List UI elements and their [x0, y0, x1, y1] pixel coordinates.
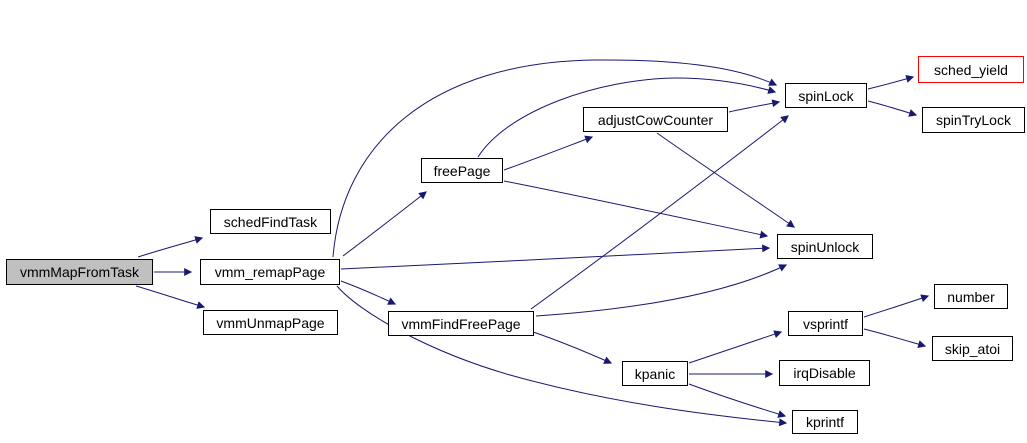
node-label-adjustCowCounter: adjustCowCounter — [597, 111, 714, 128]
node-label-spinTryLock: spinTryLock — [936, 112, 1011, 128]
node-spinTryLock[interactable]: spinTryLock — [922, 107, 1025, 133]
edge-vsprintf-skip_atoi — [863, 328, 927, 348]
edge-spinLock-spinTryLock — [867, 100, 918, 117]
node-label-vmmMapFromTask: vmmMapFromTask — [19, 264, 139, 280]
node-label-vmmUnmapPage: vmmUnmapPage — [216, 314, 325, 331]
edge-vmm_remapPage-freePage — [342, 191, 427, 257]
edge-freePage-adjustCowCounter — [503, 135, 594, 171]
node-sched_yield[interactable]: sched_yield — [918, 56, 1024, 83]
node-label-sched_yield: sched_yield — [934, 61, 1008, 78]
edge-spinLock-sched_yield — [867, 75, 915, 90]
node-vmmFindFreePage[interactable]: vmmFindFreePage — [388, 311, 534, 336]
edge-vmmMapFromTask-vmmUnmapPage — [135, 285, 206, 309]
node-irqDisable[interactable]: irqDisable — [779, 360, 870, 386]
edge-freePage-spinLock — [477, 77, 777, 158]
edge-adjustCowCounter-spinUnlock — [656, 132, 795, 228]
node-label-kprintf: kprintf — [805, 414, 845, 430]
node-number[interactable]: number — [934, 284, 1008, 309]
node-freePage[interactable]: freePage — [421, 158, 503, 183]
node-vsprintf[interactable]: vsprintf — [788, 311, 863, 336]
node-vmmUnmapPage[interactable]: vmmUnmapPage — [203, 310, 338, 335]
edge-vmmFindFreePage-spinLock — [530, 115, 789, 310]
node-vmm_remapPage[interactable]: vmm_remapPage — [200, 259, 340, 285]
node-spinUnlock[interactable]: spinUnlock — [777, 234, 873, 259]
node-kpanic[interactable]: kpanic — [622, 361, 688, 386]
node-label-vsprintf: vsprintf — [802, 315, 849, 332]
node-label-freePage: freePage — [433, 162, 491, 179]
edge-kpanic-vsprintf — [688, 330, 783, 364]
node-label-irqDisable: irqDisable — [793, 365, 856, 381]
edge-vmmFindFreePage-kpanic — [532, 331, 613, 364]
node-label-vmmFindFreePage: vmmFindFreePage — [401, 315, 521, 332]
node-schedFindTask[interactable]: schedFindTask — [210, 209, 331, 234]
node-label-number: number — [947, 288, 995, 305]
edge-vmm_remapPage-spinUnlock — [340, 244, 771, 270]
node-kprintf[interactable]: kprintf — [792, 410, 858, 434]
node-label-vmm_remapPage: vmm_remapPage — [214, 264, 326, 280]
node-vmmMapFromTask: vmmMapFromTask — [6, 259, 153, 285]
edge-vmmFindFreePage-spinUnlock — [535, 264, 788, 317]
edge-vmm_remapPage-kprintf — [336, 285, 788, 427]
node-skip_atoi[interactable]: skip_atoi — [932, 336, 1013, 361]
node-label-schedFindTask: schedFindTask — [223, 213, 318, 230]
edge-vmm_remapPage-spinLock — [332, 59, 778, 258]
node-label-skip_atoi: skip_atoi — [944, 340, 1001, 357]
node-adjustCowCounter[interactable]: adjustCowCounter — [583, 107, 728, 132]
node-spinLock[interactable]: spinLock — [785, 83, 867, 108]
edge-vsprintf-number — [863, 294, 930, 318]
node-label-spinUnlock: spinUnlock — [790, 238, 860, 255]
edge-vmmMapFromTask-schedFindTask — [137, 236, 204, 258]
edge-vmm_remapPage-vmmFindFreePage — [340, 280, 397, 305]
edge-kpanic-kprintf — [688, 383, 787, 418]
node-label-kpanic: kpanic — [634, 365, 676, 382]
edge-adjustCowCounter-spinLock — [728, 99, 781, 113]
node-label-spinLock: spinLock — [798, 87, 854, 104]
edge-freePage-spinUnlock — [503, 180, 769, 239]
